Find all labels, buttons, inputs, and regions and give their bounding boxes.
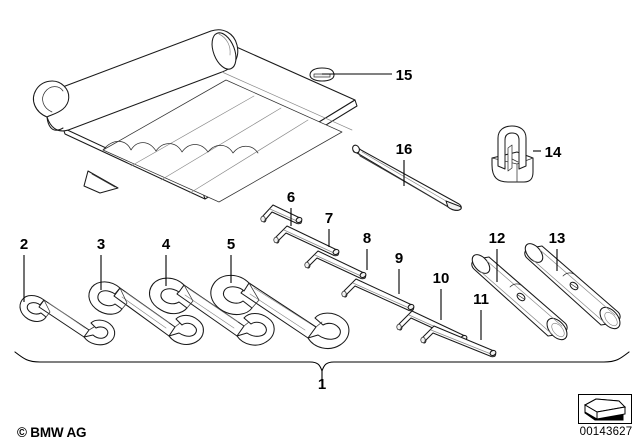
callout-6: 6 [287,189,295,206]
callout-1: 1 [318,376,326,393]
leader-lines [23,73,558,340]
part-5-open-end-wrench [210,274,350,350]
part-9-hex-key [341,278,415,312]
callout-8: 8 [363,230,371,247]
part-11-hex-key [420,325,497,358]
callout-12: 12 [489,230,506,247]
part-14-retaining-clip [491,125,534,183]
callout-11: 11 [473,291,489,308]
bmw-arrow-icon [583,398,627,421]
callout-13: 13 [549,230,566,247]
callout-14: 14 [545,144,562,161]
bmw-arrow-logo-frame [578,394,632,424]
callout-15: 15 [396,67,413,84]
part-3-open-end-wrench [88,281,204,345]
callout-5: 5 [227,236,235,253]
part-8-hex-key [304,250,367,280]
part-12-tubular-spanner [471,254,568,341]
callout-9: 9 [395,250,403,267]
diagram-id-block: 00143627 [578,394,634,438]
callout-10: 10 [433,270,450,287]
copyright-notice: © BMW AG [17,425,87,440]
callout-numbers: 1 2 3 4 5 6 7 8 9 10 11 12 13 14 15 16 [20,67,566,393]
part-15-tool-roll [32,29,358,203]
callout-2: 2 [20,236,28,253]
callout-7: 7 [325,210,333,227]
callout-16: 16 [396,141,413,158]
callout-3: 3 [97,236,105,253]
assembly-brace [14,351,630,382]
part-4-open-end-wrench [149,277,275,346]
part-16-drift-punch [352,144,462,211]
part-6-hex-key [260,204,303,225]
part-7-hex-key [273,225,340,257]
part-13-tubular-spanner [524,243,621,330]
part-2-open-end-wrench [19,294,116,346]
callout-4: 4 [162,236,171,253]
diagram-number: 00143627 [579,426,633,438]
